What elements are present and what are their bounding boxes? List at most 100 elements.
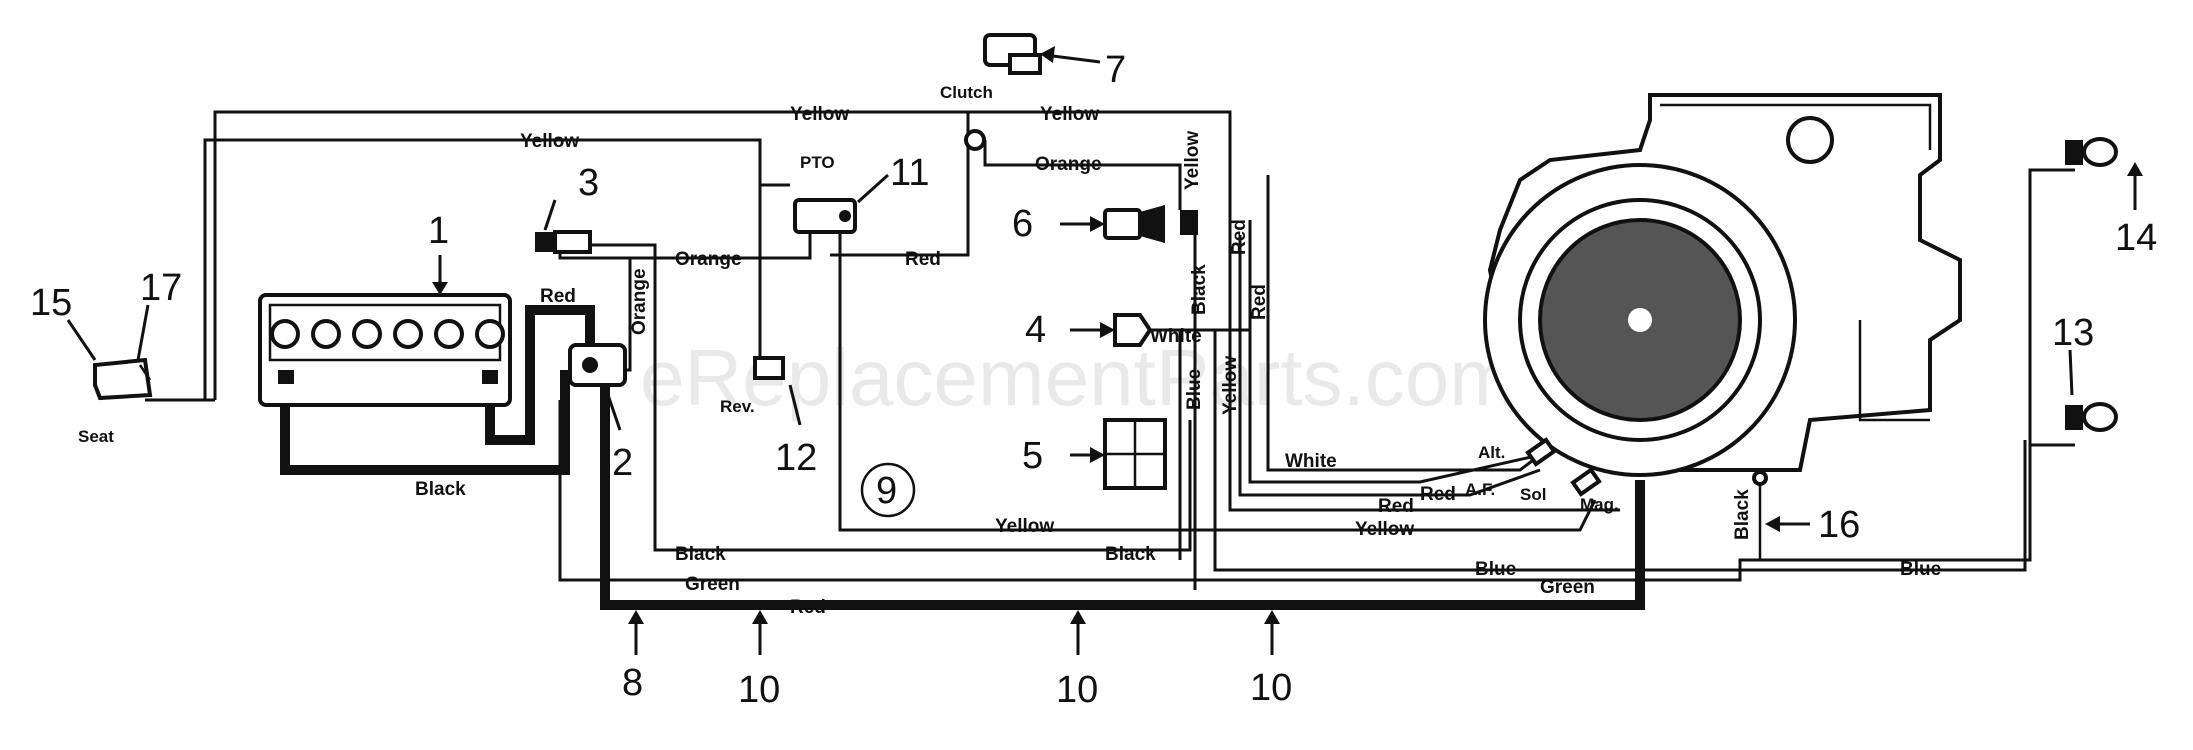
wire-yellow-top-right — [968, 110, 1232, 178]
engine-side — [1858, 320, 1930, 422]
wire-red-af — [1238, 235, 1541, 497]
clutch-connector — [964, 33, 1042, 151]
label-mag: Mag. — [1580, 495, 1619, 514]
callout-9: 9 — [876, 470, 897, 512]
arrowhead-1 — [432, 282, 448, 295]
connector-6 — [1180, 210, 1198, 235]
arrow-3 — [543, 199, 557, 231]
headlight-13-socket — [2065, 405, 2083, 430]
headlight-14-bulb — [2082, 137, 2118, 167]
battery-pos-terminal — [482, 370, 498, 384]
wire-label-red-pto: Red — [905, 249, 941, 270]
arrowhead-6 — [1090, 216, 1105, 232]
callout-16: 16 — [1818, 504, 1860, 546]
wire-white-alt — [1266, 175, 1541, 472]
pto-switch — [793, 198, 857, 234]
label-sol: Sol — [1520, 485, 1546, 504]
wire-orange-top — [983, 140, 1182, 210]
headlight-14-socket — [2065, 140, 2083, 165]
key-switch-body — [535, 232, 555, 252]
callout-17: 17 — [140, 267, 182, 309]
battery — [258, 293, 512, 407]
arrow-15 — [66, 319, 97, 361]
arrow-11 — [856, 173, 890, 204]
seat-switch — [93, 357, 153, 401]
cable-black-battery — [280, 370, 570, 475]
battery-cell-5 — [434, 319, 464, 349]
wire-label-yellow-top: Yellow — [790, 104, 849, 125]
wire-label-red-batt: Red — [540, 286, 576, 307]
arrow-7 — [1044, 53, 1101, 64]
wire-label-green-right: Green — [1540, 577, 1595, 598]
wire-label-black-16: Black — [1732, 489, 1753, 540]
reverse-switch — [753, 356, 785, 380]
wire-label-yellow-mag: Yellow — [1355, 519, 1414, 540]
wire-label-black-low2: Black — [1105, 544, 1156, 565]
engine-shroud-inner — [1660, 103, 1932, 150]
wire-yellow-mag — [1228, 178, 1620, 512]
callout-12: 12 — [775, 437, 817, 479]
sender-6-nut — [1140, 205, 1165, 243]
battery-cell-4 — [393, 319, 423, 349]
callout-6: 6 — [1012, 203, 1033, 245]
fuse-block — [1103, 418, 1167, 490]
label-rev: Rev. — [720, 397, 755, 416]
wire-yellow-mid — [838, 230, 1597, 532]
solenoid-terminal — [582, 357, 598, 373]
callout-8: 8 — [622, 662, 643, 704]
callout-7: 7 — [1105, 49, 1126, 91]
label-clutch: Clutch — [940, 83, 993, 102]
battery-cell-2 — [311, 319, 341, 349]
arrowhead-14 — [2127, 162, 2143, 176]
battery-cell-6 — [475, 319, 505, 349]
wire-black-low — [590, 243, 1192, 552]
callout-1: 1 — [428, 210, 449, 252]
wire-label-yellow-vert2: Yellow — [1220, 356, 1241, 415]
callout-3: 3 — [578, 162, 599, 204]
arrowhead-8 — [628, 610, 644, 624]
headlight-13 — [2065, 402, 2118, 432]
callout-4: 4 — [1025, 309, 1046, 351]
arrow-13 — [2068, 349, 2074, 396]
wire-yellow-seat — [203, 138, 790, 400]
label-pto: PTO — [800, 153, 835, 172]
wire-label-blue-vert: Blue — [1184, 369, 1205, 410]
label-af: A.F. — [1465, 480, 1495, 499]
wire-label-blue-far: Blue — [1900, 559, 1941, 580]
battery-cell-1 — [270, 319, 300, 349]
headlight-13-bulb — [2082, 402, 2118, 432]
component-labels: Clutch PTO Seat Rev. Alt. A.F. Sol Mag. — [78, 83, 1619, 514]
label-seat: Seat — [78, 427, 114, 446]
wire-label-red-sol: Red — [1378, 496, 1414, 517]
wire-yellow-top — [213, 110, 970, 400]
sender-6 — [1103, 205, 1198, 243]
pto-switch-body — [793, 198, 857, 234]
wire-label-red-vert1: Red — [1229, 219, 1250, 255]
headlight-14 — [2065, 137, 2118, 167]
arrowhead-4 — [1100, 322, 1115, 338]
sender-6-body — [1103, 208, 1142, 240]
callout-10c: 10 — [1250, 667, 1292, 709]
callout-10a: 10 — [738, 669, 780, 711]
wire-green — [558, 168, 2075, 582]
wire-label-black-batt: Black — [415, 479, 466, 500]
pto-switch-terminal — [839, 210, 851, 222]
engine — [1483, 93, 1962, 477]
wire-labels: Yellow Yellow Yellow Orange Yellow Red O… — [415, 104, 1941, 618]
wire-label-green-left: Green — [685, 574, 740, 595]
battery-case — [258, 293, 512, 407]
wire-label-red-af: Red — [1420, 484, 1456, 505]
wire-label-yellow-left: Yellow — [520, 131, 579, 152]
cable-red-harness — [600, 380, 1645, 610]
callout-14: 14 — [2115, 217, 2157, 259]
arrowhead-10a — [752, 610, 768, 624]
clutch-junction — [964, 129, 986, 151]
arrow-17 — [136, 304, 150, 361]
callout-2: 2 — [612, 442, 633, 484]
arrowhead-5 — [1090, 447, 1105, 463]
key-switch — [535, 230, 592, 254]
wire-label-yellow-top2: Yellow — [1040, 104, 1099, 125]
callout-10b: 10 — [1056, 669, 1098, 711]
wire-label-black-vert: Black — [1189, 264, 1210, 315]
